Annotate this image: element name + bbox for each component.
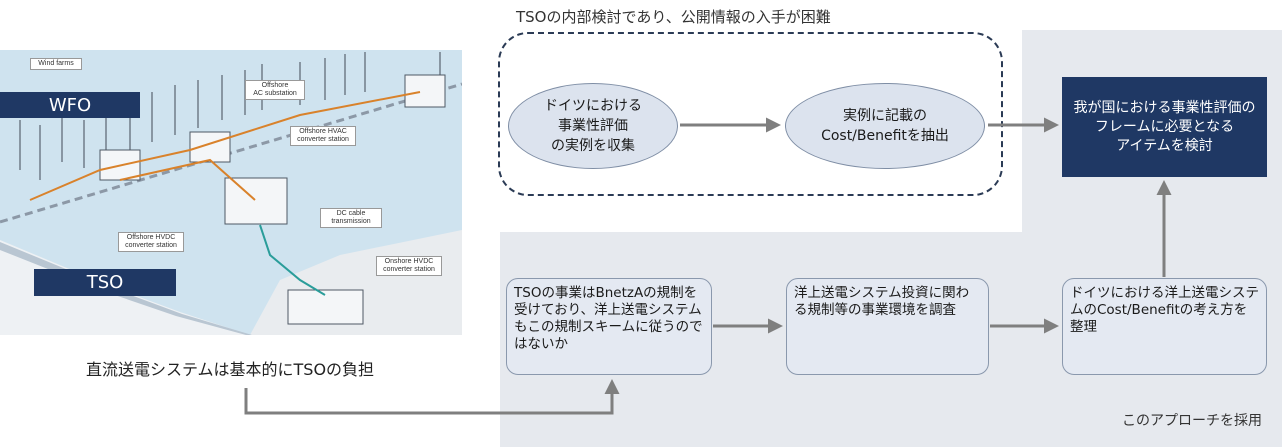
image-caption: 直流送電システムは基本的にTSOの負担 bbox=[86, 360, 375, 379]
callout-offshore-hvac: Offshore HVAC converter station bbox=[290, 126, 356, 146]
callout-dc-cable: DC cable transmission bbox=[320, 208, 382, 228]
wfo-label: WFO bbox=[0, 92, 140, 118]
tso-label: TSO bbox=[34, 269, 176, 296]
callout-onshore-hvdc: Onshore HVDC converter station bbox=[376, 256, 442, 276]
callout-offshore-hvdc: Offshore HVDC converter station bbox=[118, 232, 184, 252]
arrow-caption-to-box1 bbox=[244, 379, 620, 415]
ellipse-extract-cost-benefit: 実例に記載の Cost/Benefitを抽出 bbox=[785, 83, 985, 169]
target-box: 我が国における事業性評価の フレームに必要となる アイテムを検討 bbox=[1062, 77, 1267, 177]
box-regulation-hypothesis: TSOの事業はBnetzAの規制を受けており、洋上送電システムもこの規制スキーム… bbox=[506, 278, 712, 375]
dashed-group bbox=[498, 32, 1003, 196]
callout-wind-farms: Wind farms bbox=[30, 58, 82, 70]
box-investigate-environment: 洋上送電システム投資に関わる規制等の事業環境を調査 bbox=[786, 278, 989, 375]
ellipse-collect-examples: ドイツにおける 事業性評価 の実例を収集 bbox=[508, 83, 678, 169]
top-note: TSOの内部検討であり、公開情報の入手が困難 bbox=[516, 8, 831, 26]
offshore-grid-illustration: WFO TSO Wind farms Offshore AC substatio… bbox=[0, 50, 462, 335]
box-organize-cost-benefit: ドイツにおける洋上送電システムのCost/Benefitの考え方を整理 bbox=[1062, 278, 1267, 375]
callout-offshore-ac: Offshore AC substation bbox=[245, 80, 305, 100]
adopted-note: このアプローチを採用 bbox=[1122, 413, 1262, 429]
